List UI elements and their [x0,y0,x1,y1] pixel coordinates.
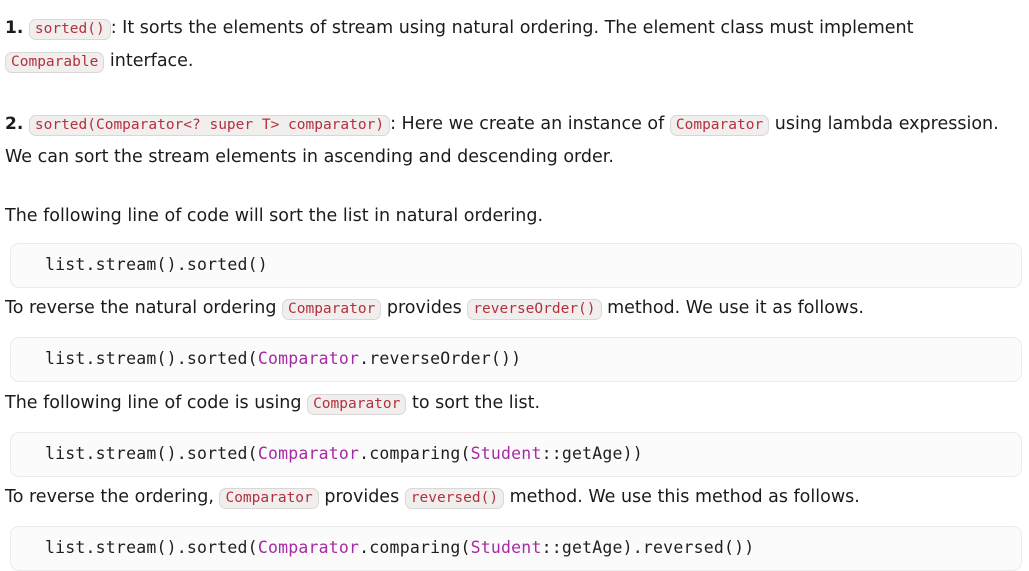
code-token-student: Student [470,444,542,463]
code-line: list.stream().sorted(Comparator.comparin… [45,443,1001,465]
paragraph-3-lead: The following line of code is using [5,393,308,413]
inline-code-reverse-order: reverseOrder() [467,299,602,320]
code-line: list.stream().sorted(Comparator.comparin… [45,537,1001,559]
code-segment: .comparing( [359,538,471,557]
code-token-student: Student [470,538,542,557]
inline-code-sorted: sorted() [28,19,111,40]
paragraph-4: To reverse the ordering, Comparator prov… [5,481,1015,514]
code-block-2-wrapper: list.stream().sorted(Comparator.reverseO… [10,337,1022,382]
code-segment: .comparing( [359,444,471,463]
code-segment: .reverseOrder()) [359,349,522,368]
list-item-2-text: : Here we create an instance of [390,114,670,134]
list-item-1-text-end: interface. [104,51,194,71]
code-block-comparing[interactable]: list.stream().sorted(Comparator.comparin… [10,432,1022,477]
paragraph-4-tail: method. We use this method as follows. [504,487,860,507]
code-block-comparing-reversed[interactable]: list.stream().sorted(Comparator.comparin… [10,526,1022,571]
inline-code-comparator: Comparator [219,488,319,509]
code-block-3-wrapper: list.stream().sorted(Comparator.comparin… [10,432,1022,477]
paragraph-1-text: The following line of code will sort the… [5,206,544,226]
list-item-1: 1. sorted(): It sorts the elements of st… [5,12,1005,78]
list-item-2-number: 2. [5,114,24,134]
paragraph-2-tail: method. We use it as follows. [601,298,864,318]
inline-code-comparator: Comparator [669,115,770,136]
paragraph-2: To reverse the natural ordering Comparat… [5,292,1015,325]
code-token-comparator: Comparator [257,349,360,368]
list-item: 2. sorted(Comparator<? super T> comparat… [5,108,1005,173]
paragraph-comparator-sort: The following line of code is using Comp… [5,387,1005,420]
code-block-sorted[interactable]: list.stream().sorted() [10,243,1022,288]
code-segment: ::getAge)) [541,444,643,463]
list-item-2-text-end: using lambda expression. We can sort the… [5,114,999,167]
paragraph-4-lead: To reverse the ordering, [5,487,220,507]
inline-code-sorted-comparator: sorted(Comparator<? super T> comparator) [28,115,391,136]
code-token-comparator: Comparator [257,444,360,463]
numbered-list-2: 2. sorted(Comparator<? super T> comparat… [5,108,1005,173]
paragraph-reversed: To reverse the ordering, Comparator prov… [5,481,1015,514]
code-segment: list.stream().sorted( [45,444,258,463]
numbered-list: 1. sorted(): It sorts the elements of st… [5,12,1005,78]
code-line: list.stream().sorted(Comparator.reverseO… [45,348,1001,370]
paragraph-3-tail: to sort the list. [406,393,541,413]
code-segment: list.stream().sorted() [45,255,268,274]
code-block-4-wrapper: list.stream().sorted(Comparator.comparin… [10,526,1022,571]
paragraph-natural-ordering: The following line of code will sort the… [5,200,1005,232]
code-line: list.stream().sorted() [45,254,1001,276]
code-token-comparator: Comparator [257,538,360,557]
paragraph-4-mid: provides [318,487,405,507]
inline-code-comparator: Comparator [282,299,382,320]
list-item: 1. sorted(): It sorts the elements of st… [5,12,1005,78]
paragraph-2-mid: provides [381,298,468,318]
paragraph-reverse-order: To reverse the natural ordering Comparat… [5,292,1015,325]
list-item-1-text: : It sorts the elements of stream using … [110,18,914,38]
inline-code-comparator: Comparator [307,394,407,415]
code-block-reverse-order[interactable]: list.stream().sorted(Comparator.reverseO… [10,337,1022,382]
code-segment: list.stream().sorted( [45,538,258,557]
paragraph-3: The following line of code is using Comp… [5,387,1005,420]
list-item-2: 2. sorted(Comparator<? super T> comparat… [5,108,1005,173]
code-segment: ::getAge).reversed()) [541,538,755,557]
code-segment: list.stream().sorted( [45,349,258,368]
code-block-1-wrapper: list.stream().sorted() [10,243,1022,288]
inline-code-reversed: reversed() [404,488,505,509]
inline-code-comparable: Comparable [5,52,105,73]
paragraph-2-lead: To reverse the natural ordering [5,298,283,318]
list-item-1-number: 1. [5,18,24,38]
